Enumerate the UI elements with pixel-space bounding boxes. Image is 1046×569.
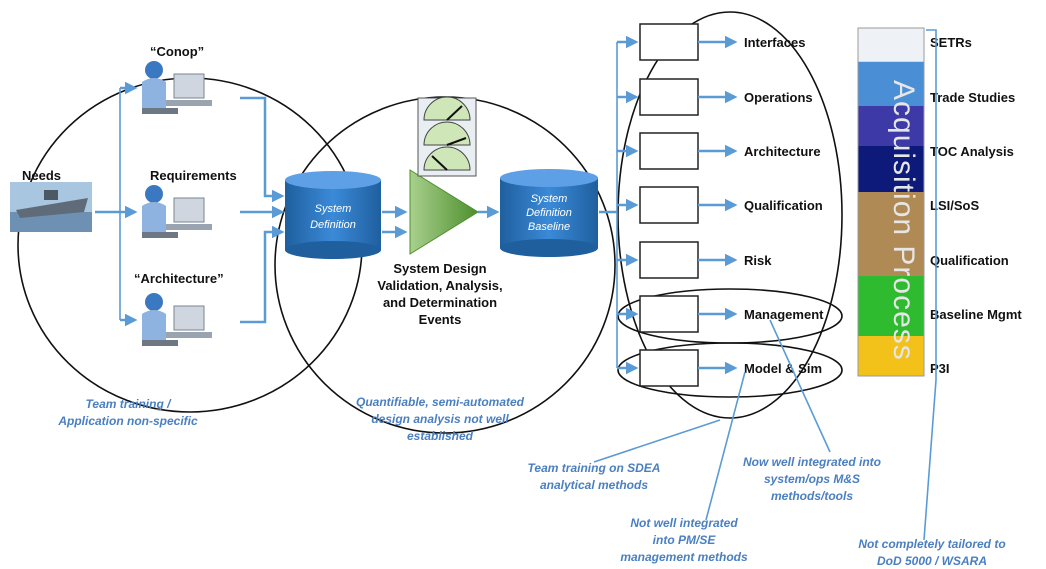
note-not-pm-1: Not well integrated [630,516,738,530]
output-label: Architecture [744,144,821,159]
person-at-computer-icon [142,61,212,114]
baseline-line3: Baseline [528,221,570,233]
output-label: Risk [744,253,772,268]
baseline-cylinder [500,169,598,257]
model-sim-ellipse [617,342,843,398]
output-box [639,132,699,170]
note-not-dod-1: Not completely tailored to [858,537,1005,551]
baseline-line2: Definition [526,207,572,219]
output-box [639,295,699,333]
events-line2: Validation, Analysis, [377,278,502,293]
output-label: Interfaces [744,35,805,50]
needs-label: Needs [22,168,61,183]
arch-to-def-arrow [240,225,285,324]
note-sdea-2: analytical methods [540,478,648,492]
output-label: Management [744,307,824,322]
acquisition-process-title: Acquisition Process [887,80,920,361]
system-definition-line1: System [315,203,352,215]
right-label: P3I [930,361,950,376]
not-pm-pointer [705,371,746,521]
note-not-pm-3: management methods [620,550,748,564]
baseline-line1: System [531,193,568,205]
sdea-pointer [593,419,721,463]
not-dod-pointer [923,29,937,541]
right-label: LSI/SoS [930,198,979,213]
note-team-training-2: Application non-specific [57,414,198,428]
note-team-training-1: Team training / [86,397,173,411]
outputs-list: InterfacesOperationsArchitectureQualific… [617,23,824,387]
note-quantifiable-2: design analysis not well [371,412,509,426]
note-now-ms-2: system/ops M&S [764,472,860,486]
system-definition-cylinder [285,171,381,259]
right-label: TOC Analysis [930,144,1014,159]
output-box [639,23,699,61]
events-line3: and Determination [383,295,497,310]
gauge-icon [417,96,477,177]
note-now-ms-3: methods/tools [771,489,853,503]
right-label: Baseline Mgmt [930,307,1022,322]
events-line1: System Design [393,261,486,276]
output-label: Qualification [744,198,823,213]
architecture-input-label: “Architecture” [134,271,224,286]
output-box [639,186,699,224]
note-quantifiable-3: established [407,429,474,443]
note-quantifiable-1: Quantifiable, semi-automated [356,395,525,409]
output-label: Model & Sim [744,361,822,376]
right-label: Trade Studies [930,90,1015,105]
requirements-label: Requirements [150,168,237,183]
note-sdea-1: Team training on SDEA [528,461,661,475]
system-definition-line2: Definition [310,219,356,231]
conop-label: “Conop” [150,44,204,59]
acquisition-process-bar [857,27,925,377]
person-at-computer-icon [142,185,212,238]
output-box [639,78,699,116]
right-label: Qualification [930,253,1009,268]
conop-to-def-arrow [240,96,285,203]
output-label: Operations [744,90,813,105]
output-box [639,349,699,387]
right-label: SETRs [930,35,972,50]
output-box [639,241,699,279]
person-at-computer-icon [142,293,212,346]
note-not-pm-2: into PM/SE [653,533,717,547]
outputs-ellipse [617,11,843,419]
note-not-dod-2: DoD 5000 / WSARA [877,554,987,568]
note-now-ms-1: Now well integrated into [743,455,881,469]
events-line4: Events [419,312,462,327]
ship-icon [10,182,92,232]
analysis-triangle [409,169,479,255]
now-ms-pointer [769,319,831,453]
